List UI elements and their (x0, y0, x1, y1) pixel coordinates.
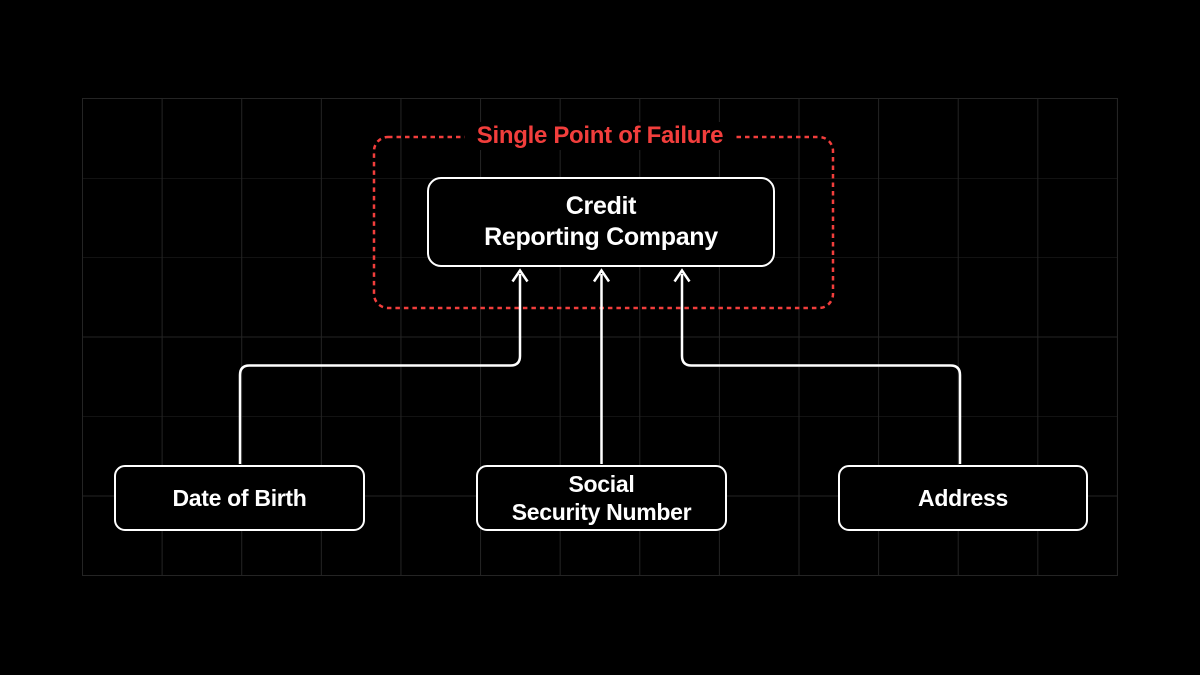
failure-zone-label: Single Point of Failure (464, 122, 736, 150)
node-date-of-birth: Date of Birth (114, 465, 365, 531)
node-social-security-number: Social Security Number (476, 465, 727, 531)
arrowhead-date-of-birth (511, 268, 529, 283)
node-label-line: Address (918, 485, 1008, 511)
arrowhead-social-security-number (592, 268, 611, 283)
node-label-line: Credit (565, 192, 637, 220)
node-label-line: Reporting Company (484, 223, 718, 251)
node-label-line: Security Number (511, 499, 692, 525)
node-credit-reporting-company: Credit Reporting Company (427, 177, 775, 267)
node-label-line: Date of Birth (172, 485, 307, 511)
node-label-line: Social (568, 471, 635, 497)
arrowhead-address (673, 268, 691, 283)
connector-date-of-birth (238, 274, 522, 464)
connector-address (680, 274, 962, 464)
node-address: Address (838, 465, 1088, 531)
